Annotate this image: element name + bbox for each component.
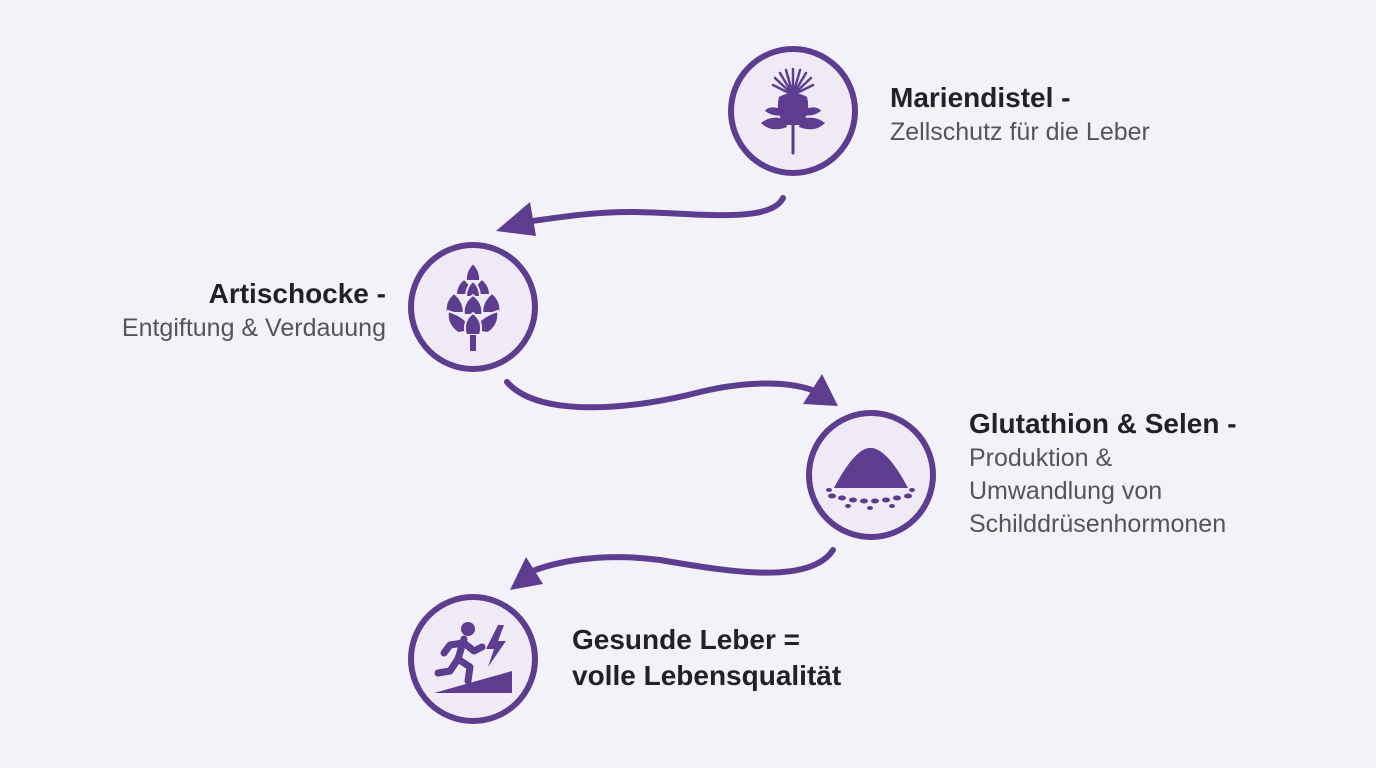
thistle-icon bbox=[761, 67, 825, 155]
step-4-title-line-2: volle Lebensqualität bbox=[572, 660, 842, 692]
artichoke-icon bbox=[444, 261, 502, 351]
step-3-circle bbox=[806, 410, 936, 540]
step-3-desc-line-1: Produktion & bbox=[969, 444, 1113, 473]
step-4-label: Gesunde Leber = volle Lebensqualität bbox=[572, 622, 841, 695]
step-3-desc-line-2: Umwandlung von bbox=[969, 477, 1163, 506]
connector-3-to-4 bbox=[527, 547, 836, 576]
step-2-label: Artischocke - Entgiftung & Verdauung bbox=[122, 276, 386, 345]
step-3-title: Glutathion & Selen - bbox=[969, 408, 1237, 439]
connector-2-to-3 bbox=[504, 379, 815, 411]
step-2-circle bbox=[408, 242, 538, 372]
step-1-circle bbox=[728, 46, 858, 176]
step-4-circle bbox=[408, 594, 538, 724]
step-1-desc: Zellschutz für die Leber bbox=[890, 118, 1150, 147]
step-1-title: Mariendistel - bbox=[890, 82, 1071, 113]
arrowhead-3 bbox=[510, 557, 543, 590]
step-3-desc-line-3: Schilddrüsenhormonen bbox=[969, 510, 1227, 539]
running-person-energy-icon bbox=[434, 622, 512, 693]
step-2-desc: Entgiftung & Verdauung bbox=[121, 314, 386, 343]
step-4-title-line-1: Gesunde Leber = bbox=[572, 624, 800, 655]
arrowhead-1 bbox=[496, 202, 536, 236]
connector-1-to-2 bbox=[522, 195, 786, 225]
step-3-label: Glutathion & Selen - Produktion & Umwand… bbox=[969, 406, 1237, 541]
step-2-title: Artischocke - bbox=[208, 278, 386, 309]
step-1-label: Mariendistel - Zellschutz für die Leber bbox=[890, 80, 1150, 149]
powder-pile-icon bbox=[826, 447, 915, 510]
arrowhead-2 bbox=[803, 374, 838, 406]
